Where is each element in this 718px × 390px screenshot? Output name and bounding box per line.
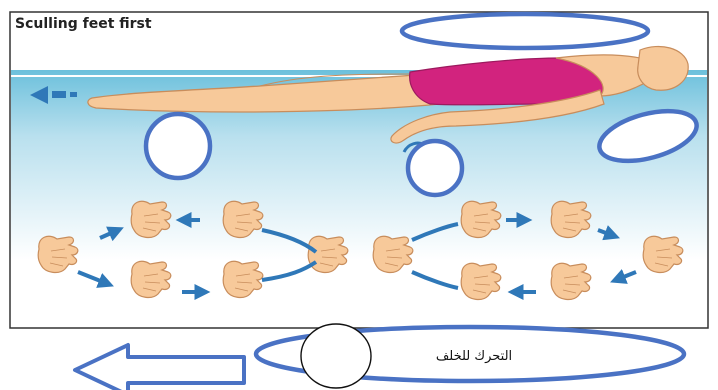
annotation-circle-hand (408, 141, 462, 195)
annotation-circle-legs (146, 114, 210, 178)
caption-circle (301, 324, 371, 388)
back-arrow-icon (75, 345, 244, 390)
figure-title: Sculling feet first (15, 16, 152, 32)
caption-text: التحرك للخلف (436, 349, 512, 364)
